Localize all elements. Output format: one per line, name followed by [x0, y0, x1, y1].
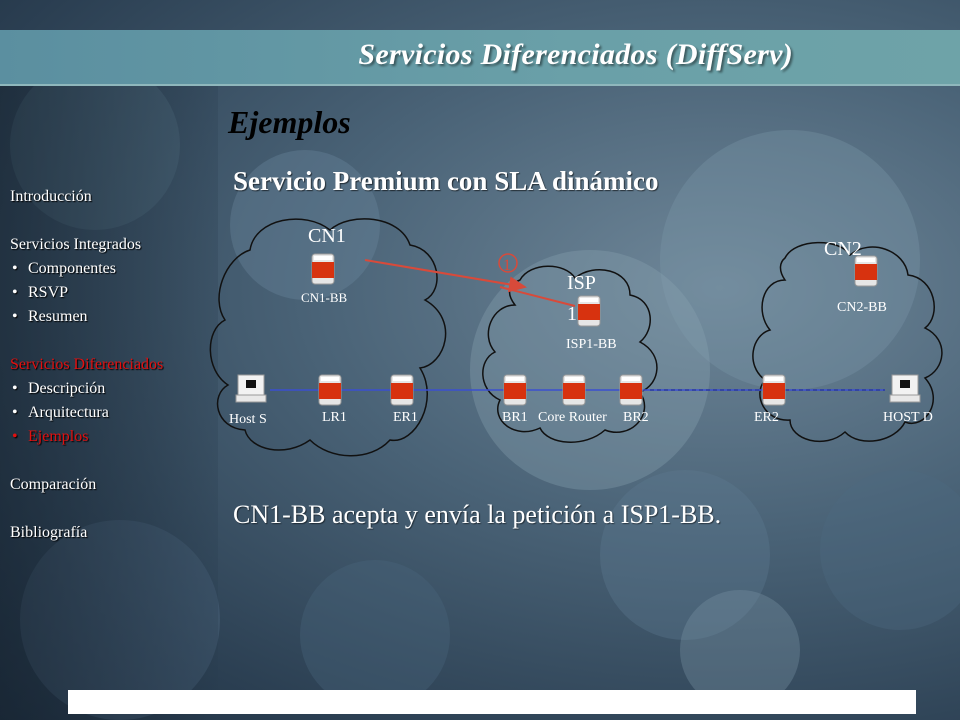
- isp1-cloud: [482, 265, 658, 443]
- nav-item-servicios-integrados[interactable]: Servicios Integrados: [10, 236, 142, 253]
- er1-router-icon[interactable]: [390, 374, 414, 406]
- nav-item-ejemplos[interactable]: Ejemplos: [10, 425, 220, 449]
- nav-item-bibliografia[interactable]: Bibliografía: [10, 524, 88, 541]
- footer-bar: [68, 690, 916, 714]
- isp1-bb-label: ISP1-BB: [566, 337, 617, 352]
- host-s-label: Host S: [229, 412, 267, 427]
- nav-item-descripcion[interactable]: Descripción: [10, 377, 220, 401]
- nav-item-resumen[interactable]: Resumen: [10, 305, 220, 329]
- nav-item-introduccion[interactable]: Introducción: [10, 188, 92, 205]
- host-d-label: HOST D: [883, 410, 933, 425]
- request-arrow: [364, 259, 527, 293]
- lr1-label: LR1: [322, 410, 347, 425]
- core-router-label: Core Router: [538, 410, 607, 425]
- er1-label: ER1: [393, 410, 418, 425]
- core-router-icon[interactable]: [562, 374, 586, 406]
- isp1-bb-router-icon[interactable]: [577, 295, 601, 327]
- cn1-label: CN1: [308, 225, 346, 247]
- cn2-label: CN2: [824, 238, 862, 260]
- cn1-cloud: [209, 218, 447, 457]
- slide-heading: Servicio Premium con SLA dinámico: [233, 166, 659, 196]
- title-bar: Servicios Diferenciados (DiffServ): [0, 30, 960, 86]
- br2-label: BR2: [623, 410, 649, 425]
- cn1-bb-router-icon[interactable]: [311, 253, 335, 285]
- nav-item-componentes[interactable]: Componentes: [10, 257, 220, 281]
- cn2-bb-router-icon[interactable]: [854, 255, 878, 287]
- section-subtitle: Ejemplos: [228, 104, 351, 140]
- br1-router-icon[interactable]: [503, 374, 527, 406]
- step-number: 1: [503, 257, 511, 274]
- host-s-icon[interactable]: [235, 374, 267, 403]
- er2-router-icon[interactable]: [762, 374, 786, 406]
- request-arrow-secondary: [499, 286, 576, 307]
- nav-item-arquitectura[interactable]: Arquitectura: [10, 401, 220, 425]
- page-title: Servicios Diferenciados (DiffServ): [358, 38, 793, 71]
- step-circle: [498, 253, 518, 273]
- cn1-bb-label: CN1-BB: [301, 290, 348, 305]
- er2-label: ER2: [754, 410, 779, 425]
- nav-item-comparacion[interactable]: Comparación: [10, 476, 97, 493]
- br1-label: BR1: [502, 410, 528, 425]
- cn2-bb-label: CN2-BB: [837, 300, 887, 315]
- sidebar-nav: Introducción Servicios Integrados Compon…: [10, 185, 220, 545]
- nav-item-servicios-diferenciados[interactable]: Servicios Diferenciados: [10, 356, 164, 373]
- isp-label: ISP: [567, 272, 596, 294]
- lr1-router-icon[interactable]: [318, 374, 342, 406]
- cn2-cloud: [752, 241, 943, 443]
- host-d-icon[interactable]: [889, 374, 921, 403]
- nav-item-rsvp[interactable]: RSVP: [10, 281, 220, 305]
- isp-number-label: 1: [567, 303, 577, 325]
- br2-router-icon[interactable]: [619, 374, 643, 406]
- slide-caption: CN1-BB acepta y envía la petición a ISP1…: [233, 500, 722, 529]
